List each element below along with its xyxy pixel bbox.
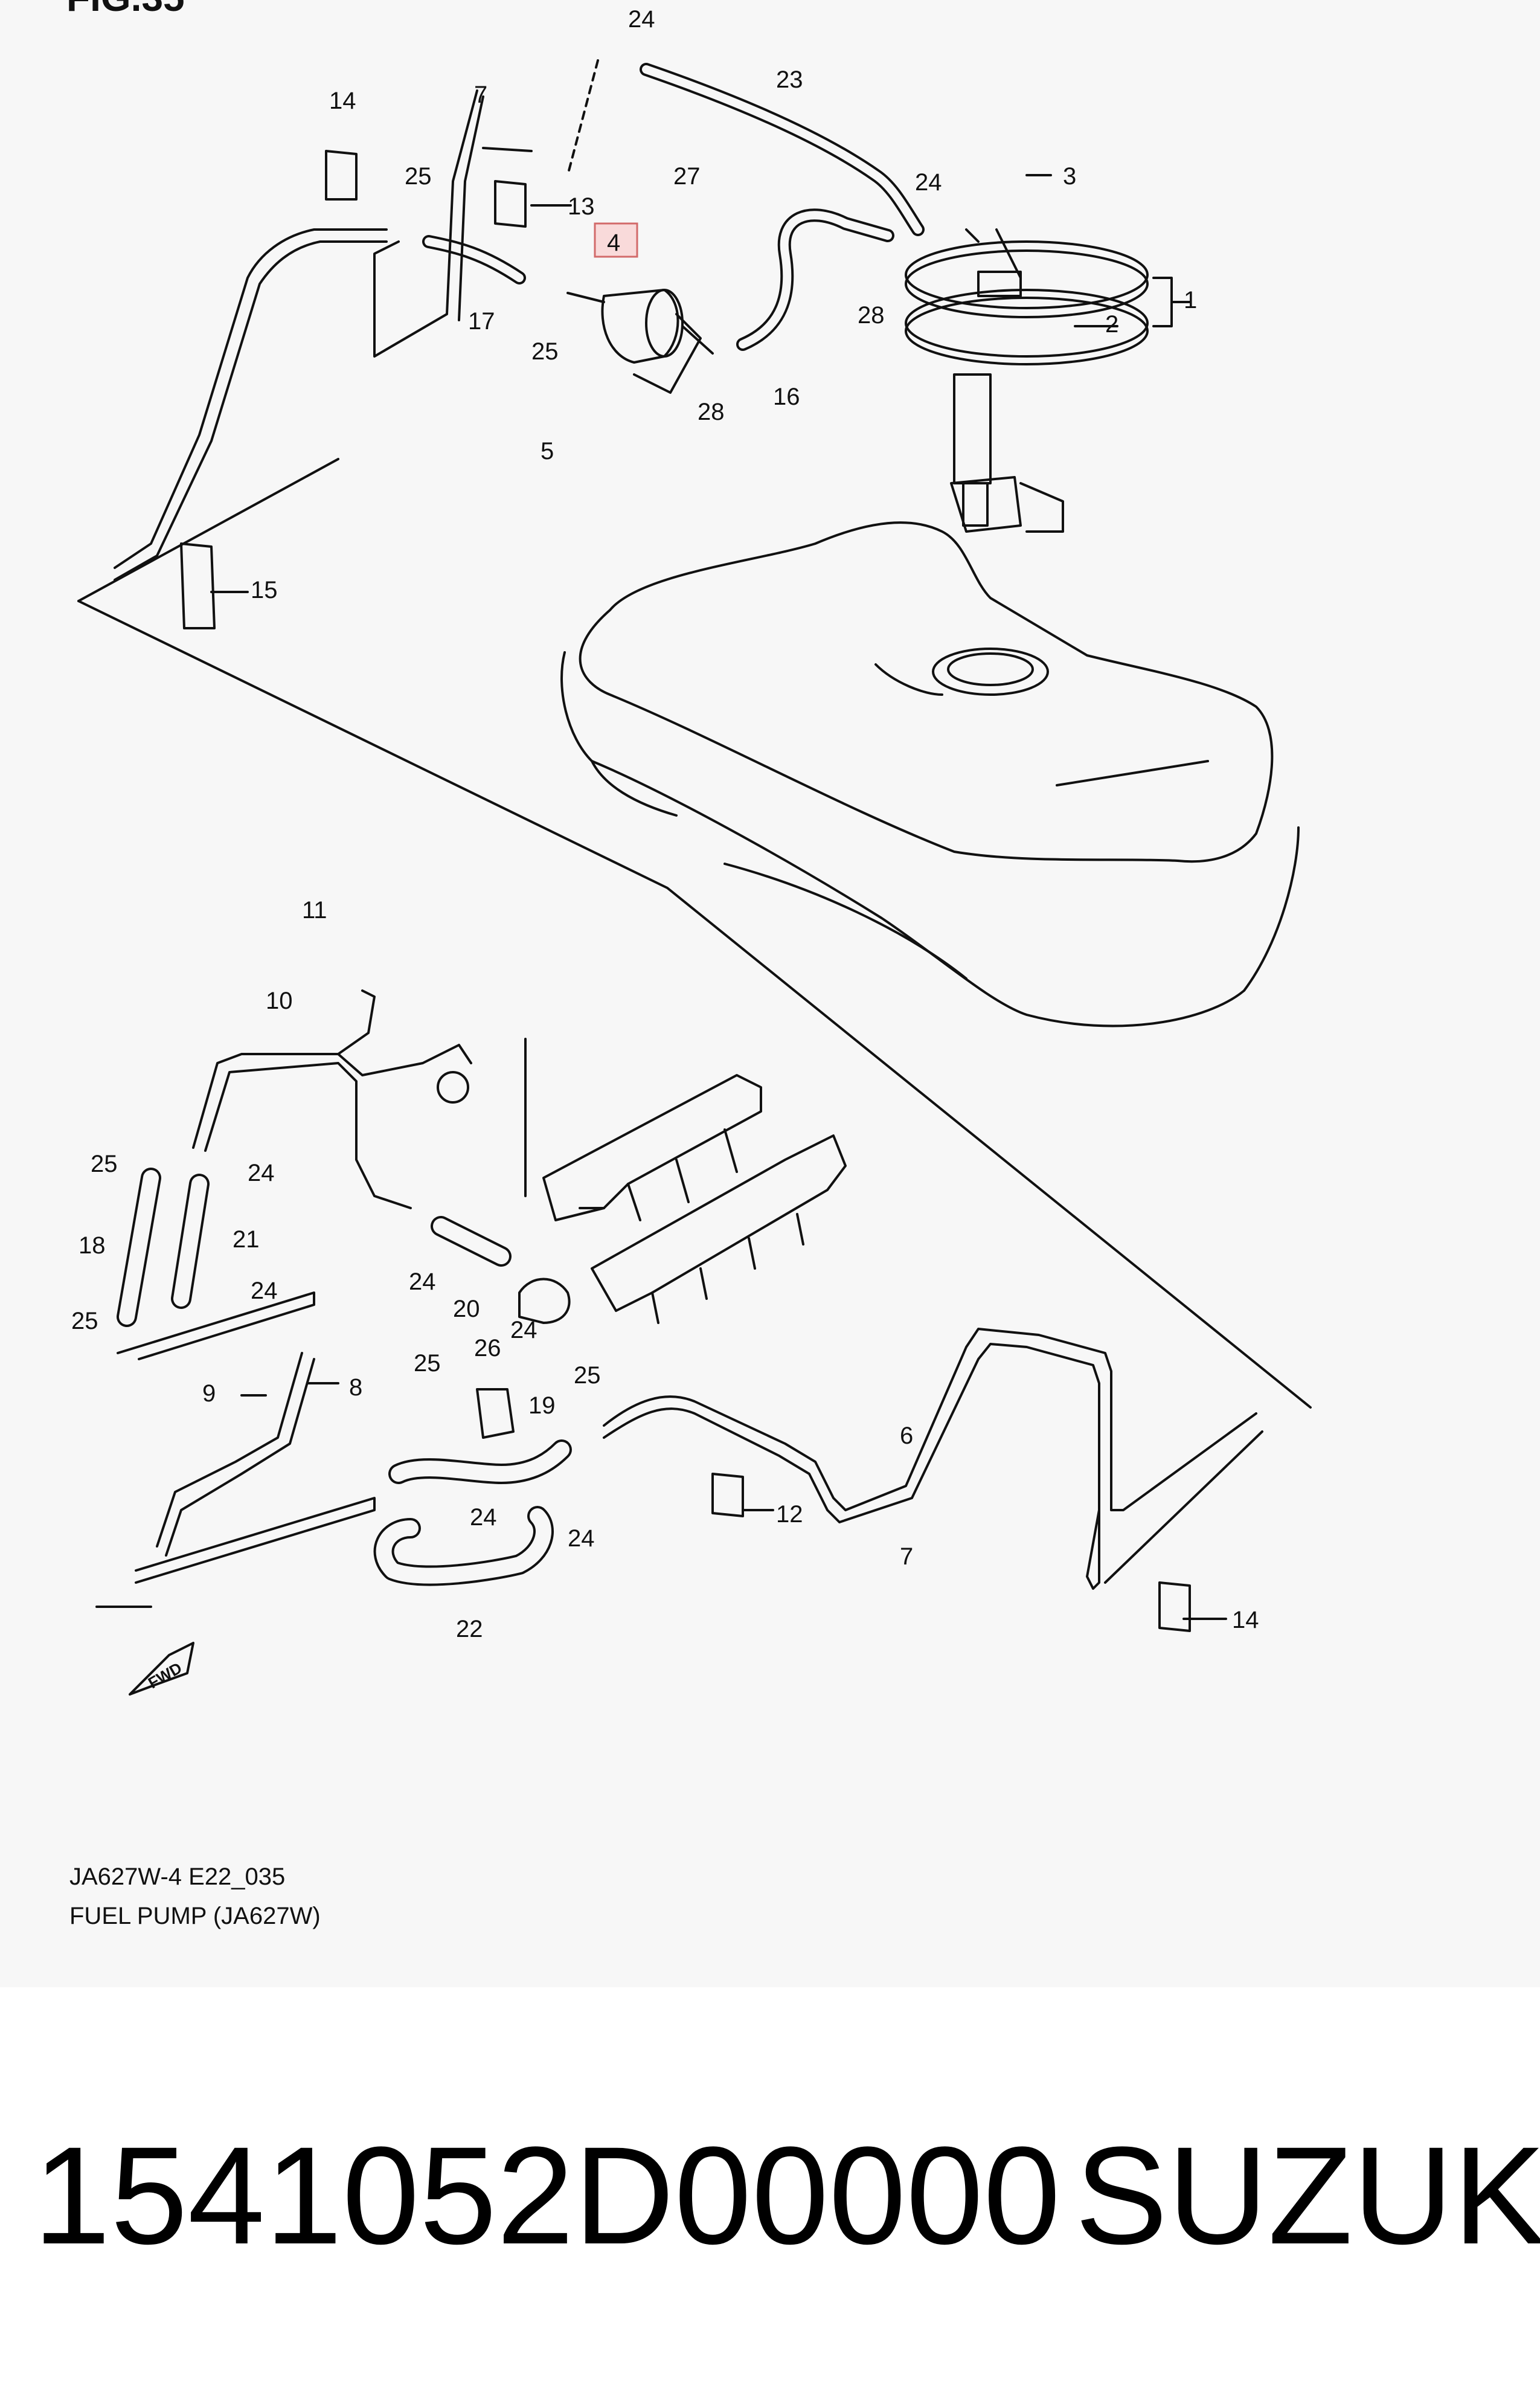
callout-1[interactable]: 1 (1184, 287, 1197, 313)
pipe-8 (156, 1352, 303, 1548)
hose-22-inner (376, 1508, 551, 1584)
diagram-panel: FIG.35 (66, 0, 1312, 1929)
pipe-8b (165, 1358, 315, 1557)
callout-8[interactable]: 8 (349, 1374, 362, 1401)
clamp-12 (711, 1473, 744, 1517)
frame-line-upper (77, 600, 1312, 1409)
callout-2[interactable]: 2 (1105, 311, 1118, 338)
diagram-title: FUEL PUMP (JA627W) (69, 1903, 321, 1929)
fwd-label: FWD (145, 1659, 185, 1693)
highlight-box-4 (594, 222, 638, 258)
banjo-fitting (437, 1071, 469, 1104)
hose-20-inner (433, 1218, 509, 1264)
callout-24-pump[interactable]: 24 (915, 169, 942, 196)
callout-7-lower[interactable]: 7 (900, 1543, 913, 1570)
hose-23 (640, 63, 925, 236)
figure-label: FIG.35 (66, 0, 185, 19)
pipe-10 (192, 1044, 472, 1149)
callout-21[interactable]: 21 (233, 1226, 260, 1253)
clamp-15 (180, 542, 216, 629)
pipe-upper-left-2 (114, 240, 388, 581)
callout-12[interactable]: 12 (776, 1501, 803, 1528)
frame-line-left (77, 458, 339, 602)
callout-25-hose18-top[interactable]: 25 (91, 1151, 118, 1177)
frame-line-top (566, 59, 599, 176)
callout-20[interactable]: 20 (453, 1296, 480, 1322)
callout-25-hose19[interactable]: 25 (414, 1350, 441, 1377)
pipe-10c (337, 989, 376, 1055)
callout-4[interactable]: 4 (607, 230, 620, 256)
fwd-arrow-icon (129, 1642, 194, 1696)
callout-14-upper[interactable]: 14 (329, 88, 356, 114)
hose-16-inner (739, 211, 892, 349)
callout-24-hose20[interactable]: 24 (409, 1268, 436, 1295)
hose-17-inner (425, 237, 524, 282)
callout-25-hose18-bottom[interactable]: 25 (71, 1308, 98, 1334)
callout-6[interactable]: 6 (900, 1423, 913, 1449)
callout-18[interactable]: 18 (79, 1232, 106, 1259)
part-number: 1541052D00000 (33, 2118, 1061, 2273)
pipe-10b (204, 1062, 412, 1209)
fuel-pump-assembly (905, 228, 1149, 533)
pipe-6 (603, 1328, 1257, 1511)
callout-26[interactable]: 26 (474, 1335, 501, 1362)
callout-24-hose21[interactable]: 24 (251, 1278, 278, 1304)
callout-24-rail[interactable]: 24 (510, 1317, 537, 1343)
pipe-7c (482, 147, 533, 152)
brand-name: SUZUKI (1075, 2118, 1540, 2273)
pipe-7b (458, 95, 484, 321)
clamp-14-top (325, 150, 358, 201)
callout-5[interactable]: 5 (541, 438, 554, 465)
pipe-7 (373, 89, 478, 358)
callout-10[interactable]: 10 (266, 988, 293, 1014)
frame-lower-2 (135, 1497, 376, 1584)
callout-25-upper[interactable]: 25 (405, 163, 432, 190)
hose-21-inner (173, 1176, 207, 1307)
callout-23[interactable]: 23 (776, 66, 803, 93)
callout-24-rail-left[interactable]: 24 (248, 1160, 275, 1186)
callout-22[interactable]: 22 (456, 1616, 483, 1642)
exploded-parts-diagram: FIG.35 (66, 0, 1312, 1696)
fuel-tank (560, 521, 1300, 1027)
clamp-26 (476, 1388, 515, 1439)
clamp-13 (494, 180, 527, 228)
frame-lower-1 (117, 1291, 315, 1360)
fuel-filter (566, 289, 714, 394)
callout-24-top[interactable]: 24 (628, 6, 655, 33)
pipe-upper-left (114, 228, 388, 569)
callout-14-lower[interactable]: 14 (1232, 1607, 1259, 1633)
hose-19-inner (391, 1442, 569, 1482)
pipe-7-lower (603, 1343, 1263, 1590)
callout-3[interactable]: 3 (1063, 163, 1076, 190)
callout-13[interactable]: 13 (568, 193, 595, 220)
callout-9[interactable]: 9 (202, 1380, 216, 1407)
callout-19[interactable]: 19 (528, 1392, 556, 1419)
callout-27[interactable]: 27 (673, 163, 701, 190)
callout-28-pump[interactable]: 28 (858, 302, 885, 329)
callout-24-pipe[interactable]: 24 (568, 1525, 595, 1552)
callout-7-upper[interactable]: 7 (474, 82, 487, 108)
diagram-code: JA627W-4 E22_035 (69, 1863, 286, 1890)
callout-24-hose22[interactable]: 24 (470, 1504, 497, 1531)
hose-23-inner (642, 65, 922, 234)
hose-18-inner (119, 1170, 159, 1325)
fuel-rail (518, 1074, 847, 1324)
callout-28-filter[interactable]: 28 (698, 399, 725, 425)
callout-11[interactable]: 11 (302, 897, 327, 924)
callout-15[interactable]: 15 (251, 577, 278, 603)
callout-16[interactable]: 16 (773, 384, 800, 410)
callout-25-pipe[interactable]: 25 (574, 1362, 601, 1389)
clamp-14-bottom (1158, 1581, 1191, 1632)
callout-25-filter[interactable]: 25 (531, 338, 559, 365)
callout-17[interactable]: 17 (468, 308, 495, 335)
